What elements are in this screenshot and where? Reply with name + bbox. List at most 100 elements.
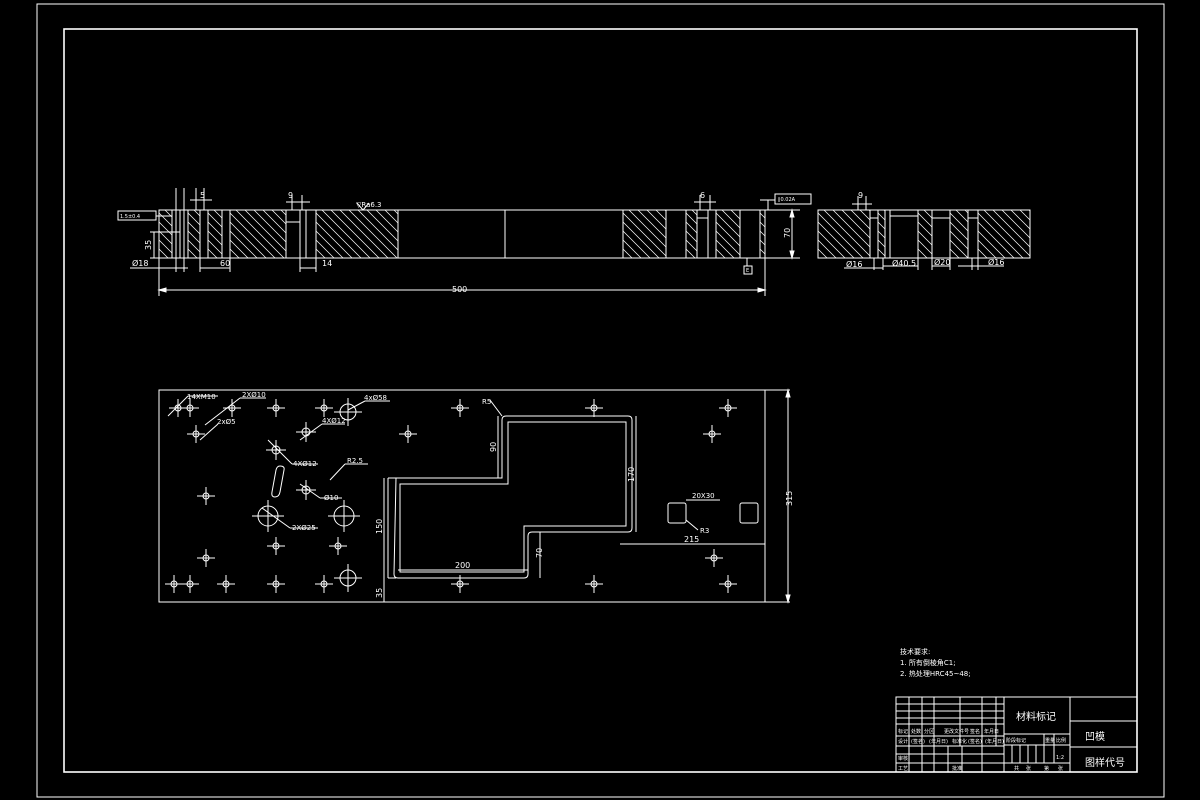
hatch-line <box>716 212 740 238</box>
hatch-line <box>159 230 172 245</box>
dim-35: 35 <box>144 240 153 250</box>
hatch-line <box>818 239 837 258</box>
hatch-line <box>357 210 398 251</box>
hole-note-4xd12-a: 4XØ12 <box>322 417 346 425</box>
hatch-line <box>316 212 362 258</box>
part-name: 凹模 <box>1085 731 1105 743</box>
hatch-line <box>716 239 735 258</box>
drawing-code-label: 图样代号 <box>1085 756 1125 769</box>
side-dims <box>844 196 1004 270</box>
hatch-line <box>818 212 864 258</box>
hatch-line <box>375 210 398 233</box>
hatch-line <box>878 248 885 257</box>
hatch-line <box>918 221 932 237</box>
hole-note-2xd5: 2xØ5 <box>217 418 236 426</box>
tb-scale-label: 比例 <box>1056 737 1066 744</box>
hatch-line <box>188 212 200 226</box>
cavity-outline <box>393 415 633 579</box>
dim-170: 170 <box>627 467 636 482</box>
hatch-line <box>992 210 1030 248</box>
front-dims <box>117 188 812 296</box>
hatch-line <box>646 210 666 230</box>
hatch-line <box>716 257 717 258</box>
hatch-line <box>823 210 870 257</box>
tb-r2-c5: (签名) <box>968 738 982 745</box>
hole-note-2xd10: 2XØ10 <box>242 391 266 399</box>
hatch-line <box>716 248 726 258</box>
hatch-line <box>159 212 172 227</box>
side-dim-16b: Ø16 <box>988 257 1004 267</box>
hatch-line <box>950 248 960 258</box>
hatch-line <box>832 210 870 248</box>
slot-note-20x30: 20X30 <box>692 492 715 500</box>
hatch-line <box>850 210 870 230</box>
side-dim-20: Ø20 <box>934 257 950 267</box>
dim-200: 200 <box>455 561 470 570</box>
front-view: 5 9 ▽Ra6.3 1.5±0.4 35 Ø18 60 14 500 6 ∥0… <box>117 188 812 296</box>
hatch-line <box>730 210 740 220</box>
side-dim-9: 9 <box>858 191 863 200</box>
hatch-line <box>623 248 633 258</box>
hatch-line <box>623 257 624 258</box>
hatch-line <box>208 239 222 255</box>
hatch-line <box>330 210 380 258</box>
hatch-line <box>686 212 697 225</box>
tb-r2-c6: (年月日) <box>985 738 1004 745</box>
tb-r2-c1: 设计 <box>898 738 908 745</box>
material-label: 材料标记 <box>1016 710 1056 723</box>
hatch-line <box>208 221 222 237</box>
dim-70-plan: 70 <box>535 548 544 558</box>
hatch-line <box>883 210 885 212</box>
hatch-line <box>716 230 740 256</box>
side-dim-16a: Ø16 <box>846 259 862 269</box>
hatch-line <box>208 248 218 258</box>
side-hatch <box>818 210 1030 258</box>
hatch-line <box>1019 210 1030 221</box>
hatch-line <box>235 210 285 258</box>
side-dim-40: Ø40.5 <box>892 258 916 268</box>
tb-r2-c4: 标准化 <box>952 738 967 745</box>
hatch-line <box>841 210 870 239</box>
radius-r25: R2.5 <box>347 457 363 465</box>
slot-20x30-a <box>667 502 687 524</box>
side-section-lines <box>869 210 979 258</box>
hatch-line <box>623 230 651 258</box>
hatch-line <box>923 210 932 219</box>
dim-35-plan: 35 <box>375 588 384 598</box>
tb-sheet-2: 张 <box>1026 765 1031 772</box>
hatch-line <box>859 210 870 221</box>
hatch-line <box>339 210 389 258</box>
tolerance-frame-right: ∥0.02A <box>778 197 796 203</box>
hatch-line <box>918 248 928 258</box>
hatch-line <box>978 239 997 258</box>
hatch-line <box>918 212 932 228</box>
side-view: 9 Ø16 Ø40.5 Ø20 Ø16 <box>817 191 1031 270</box>
tb-r2-c3: (年月日) <box>929 738 948 745</box>
hatch-region <box>878 210 885 258</box>
hatch-line <box>760 230 765 237</box>
hatch-region <box>623 210 666 258</box>
notes-line-1: 1. 所有倒棱角C1; <box>900 658 956 667</box>
hatch-line <box>760 248 765 255</box>
dim-60: 60 <box>220 259 230 268</box>
dim-14: 14 <box>322 259 332 268</box>
obround-slot <box>271 465 285 498</box>
hatch-line <box>208 230 222 246</box>
dim-6-right: 6 <box>700 191 705 200</box>
tb-r4-c2: 批准 <box>952 765 962 772</box>
hatch-line <box>686 239 697 252</box>
plan-view-outline <box>158 389 766 603</box>
hatch-line <box>193 210 200 217</box>
hatch-line <box>230 221 267 258</box>
hatch-line <box>637 210 666 239</box>
hatch-line <box>262 210 286 234</box>
hatch-line <box>188 230 200 244</box>
hatch-line <box>623 212 666 257</box>
hatch-line <box>818 230 846 258</box>
hatch-line <box>1010 210 1030 230</box>
hatch-line <box>655 210 666 221</box>
hatch-line <box>878 257 879 258</box>
hatch-line <box>230 230 258 258</box>
tolerance-frame-left: 1.5±0.4 <box>120 214 140 220</box>
hatch-line <box>230 248 240 258</box>
